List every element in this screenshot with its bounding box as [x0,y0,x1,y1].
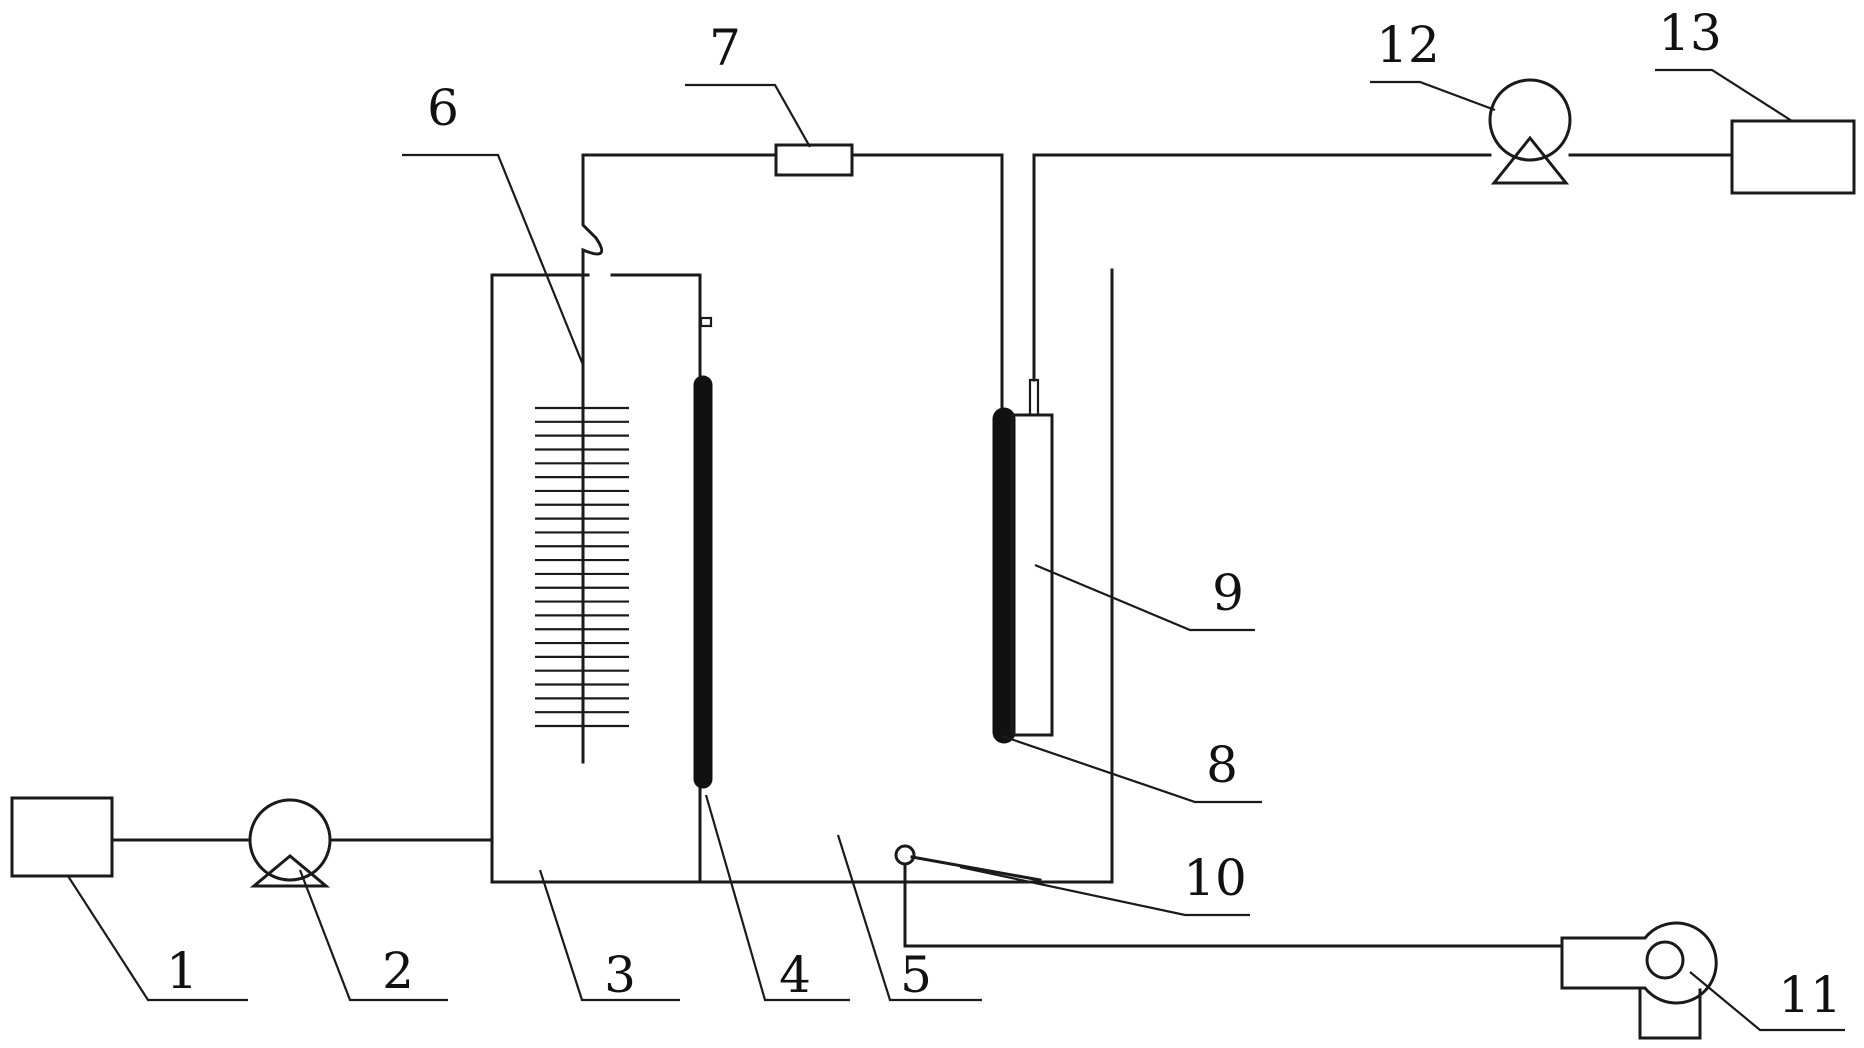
leader-11 [1689,971,1845,1032]
chamber-3 [490,273,702,884]
leader-1 [67,875,248,1002]
chamber-5 [698,268,1114,884]
label-5: 5 [900,946,932,1004]
feed-pump [248,798,332,888]
label-7: 7 [709,19,741,77]
leader-3 [538,869,680,1002]
suction-pump [1488,78,1572,185]
label-12: 12 [1376,16,1440,74]
label-8: 8 [1206,736,1238,794]
label-9: 9 [1212,564,1244,622]
flow-meter [774,143,854,177]
label-2: 2 [382,942,414,1000]
label-13: 13 [1658,4,1722,62]
aerator-10 [894,844,1042,948]
leader-9 [1034,563,1255,632]
membrane-4 [693,273,713,884]
membrane-module-9 [1010,378,1054,737]
label-4: 4 [779,946,811,1004]
cathode-8 [992,407,1016,744]
leader-5 [836,834,982,1002]
label-1: 1 [166,942,198,1000]
effluent-tank [1730,119,1856,195]
leader-2 [298,869,448,1002]
leader-4 [704,794,850,1002]
leader-13 [1655,68,1793,122]
leader-lines [67,68,1845,1032]
leader-10 [959,865,1250,917]
blower-11 [1560,921,1718,1040]
brush-electrode-6 [535,293,629,764]
brush-bristles [535,406,629,728]
leader-7 [685,83,811,148]
label-10: 10 [1183,849,1247,907]
leader-6 [402,153,585,366]
label-6: 6 [427,79,459,137]
gas-pipe [581,153,778,297]
leader-8 [1001,734,1262,804]
label-11: 11 [1778,966,1842,1024]
feed-tank [10,796,114,878]
leader-12 [1370,80,1496,112]
label-3: 3 [604,946,636,1004]
